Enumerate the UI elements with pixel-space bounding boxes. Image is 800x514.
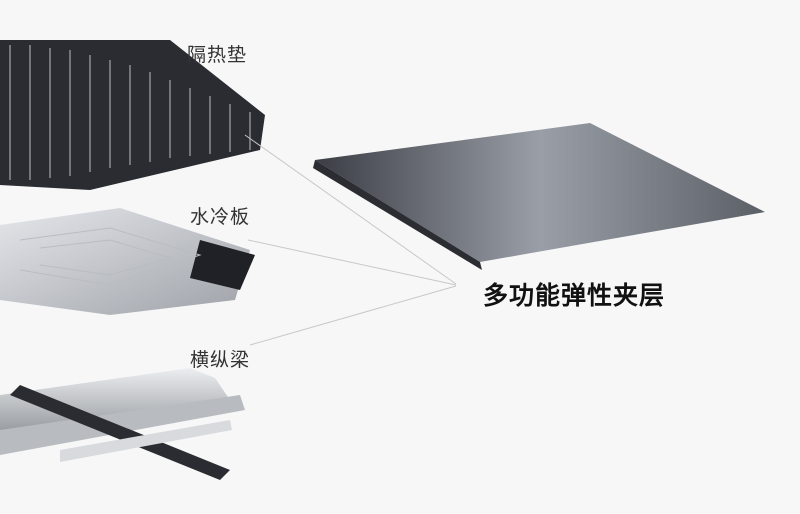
beams-illustration	[0, 368, 245, 480]
insulation-pad-illustration	[0, 40, 265, 190]
cooling-plate-label: 水冷板	[190, 206, 251, 228]
beams-label: 横纵梁	[190, 349, 251, 371]
cooling-plate-illustration	[0, 208, 255, 315]
leader-lines	[244, 134, 457, 346]
elastic-interlayer-illustration	[313, 123, 765, 270]
insulation-pad-label: 隔热垫	[187, 44, 248, 66]
elastic-interlayer-label: 多功能弹性夹层	[483, 281, 666, 310]
